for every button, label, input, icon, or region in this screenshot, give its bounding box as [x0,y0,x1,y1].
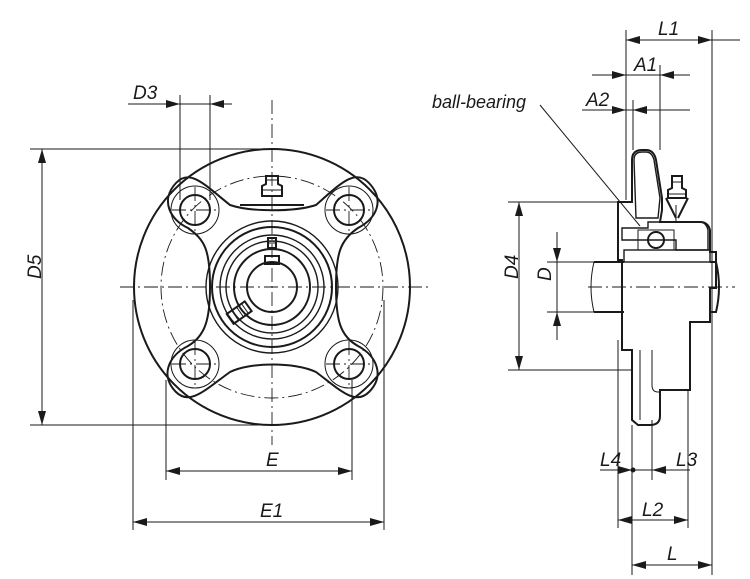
dim-a2 [582,106,690,114]
label-e: E [266,450,279,471]
side-view [508,30,740,575]
label-d5: D5 [25,254,46,279]
dim-l4-l3 [600,466,690,474]
label-l2: L2 [642,500,664,521]
label-l1: L1 [658,19,679,40]
bearing-cage [637,229,675,251]
flange-lower-details [639,350,660,420]
label-e1: E1 [260,501,283,522]
dim-d3 [128,100,232,108]
ball-bearing-leader [539,104,641,227]
bolt-spotface-bottom-right [324,339,374,389]
housing-boss [211,226,333,348]
dim-d4 [515,202,523,370]
bolt-holes [170,185,374,389]
set-screw-lower-left [225,299,254,326]
bearing-outer-ring [219,234,325,340]
dim-a1 [592,71,690,79]
label-a2: A2 [585,90,610,111]
dim-l2 [618,516,688,524]
front-view [30,95,432,530]
flange-hatch-upper [633,151,661,219]
inner-ring-hatch [623,249,711,263]
housing-boss-outer [205,220,339,354]
flange-section-outline [617,149,717,426]
set-screw [267,237,277,249]
housing-lobe-outline [166,176,379,399]
dim-d5 [38,149,46,425]
grease-nipple-front [240,175,304,206]
dim-e [166,467,352,475]
label-d3: D3 [133,83,158,104]
bore-keyway [264,255,280,265]
dim-e1 [133,518,384,526]
label-d4: D4 [502,255,523,279]
bearing-seal [225,240,319,334]
bore [246,261,298,313]
shaft [590,261,720,313]
dim-l [632,561,712,569]
bolt-spotface-top-right [324,185,374,235]
label-a1: A1 [633,55,657,76]
dim-d [553,232,561,340]
bolt-spotface-bottom-left [170,339,220,389]
label-d: D [535,267,556,281]
bearing-ball [647,231,665,249]
label-l: L [667,544,678,565]
label-l3: L3 [676,450,698,471]
bolt-spotface-top-left [170,185,220,235]
label-ball-bearing: ball-bearing [432,92,526,112]
dim-l1 [626,36,740,44]
housing-hatch [621,221,709,251]
grease-nipple-side [665,175,689,222]
label-l4: L4 [600,450,621,471]
